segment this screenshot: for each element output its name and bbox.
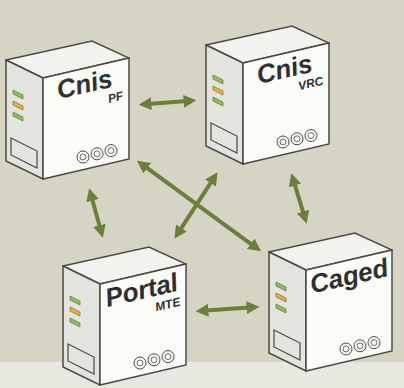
fan-vent (162, 351, 174, 363)
tower-side (306, 250, 392, 371)
fan-vent (80, 154, 86, 160)
fan-vent (354, 340, 366, 352)
fan-vent (108, 148, 114, 154)
fan-vent (77, 151, 89, 163)
server-node: Caged (268, 232, 393, 372)
server-node: PortalMTE (62, 246, 187, 386)
fan-vent (134, 357, 146, 369)
fan-vent (340, 343, 352, 355)
status-led (276, 293, 286, 302)
status-led (70, 296, 80, 305)
status-led (13, 90, 23, 99)
server-tower (268, 232, 393, 372)
status-led (70, 307, 80, 316)
drive-bay (274, 330, 300, 360)
status-led (276, 304, 286, 313)
data-link-arrow (293, 179, 305, 217)
fan-vent (105, 145, 117, 157)
server-node: CnisVRC (205, 25, 330, 165)
tower-front (6, 60, 43, 179)
fan-vent (357, 343, 363, 349)
status-led (276, 282, 286, 291)
fan-vent (305, 130, 317, 142)
fan-vent (343, 346, 349, 352)
fan-vent (280, 139, 286, 145)
status-led (13, 112, 23, 121)
data-link-arrow (142, 164, 256, 247)
server-tower (62, 246, 187, 386)
fan-vent (91, 148, 103, 160)
bottom-band (0, 362, 404, 388)
data-link-arrow (145, 101, 190, 104)
status-led (213, 75, 223, 84)
tower-front (206, 45, 243, 164)
drive-bay (11, 138, 37, 168)
tower-front (63, 266, 100, 385)
fan-vent (371, 340, 377, 346)
fan-vent (148, 354, 160, 366)
tower-front (269, 252, 306, 371)
data-link-arrow (91, 194, 101, 231)
fan-vent (277, 136, 289, 148)
data-link-arrow (178, 178, 214, 234)
server-tower (5, 40, 130, 180)
server-node: CnisPF (5, 40, 130, 180)
status-led (70, 318, 80, 327)
fan-vent (294, 136, 300, 142)
fan-vent (308, 133, 314, 139)
fan-vent (368, 337, 380, 349)
server-tower (205, 25, 330, 165)
fan-vent (137, 360, 143, 366)
fan-vent (165, 354, 171, 360)
drive-bay (68, 344, 94, 374)
fan-vent (94, 151, 100, 157)
status-led (213, 86, 223, 95)
data-link-arrow (202, 307, 253, 310)
drive-bay (211, 123, 237, 153)
status-led (13, 101, 23, 110)
fan-vent (151, 357, 157, 363)
fan-vent (291, 133, 303, 145)
status-led (213, 97, 223, 106)
